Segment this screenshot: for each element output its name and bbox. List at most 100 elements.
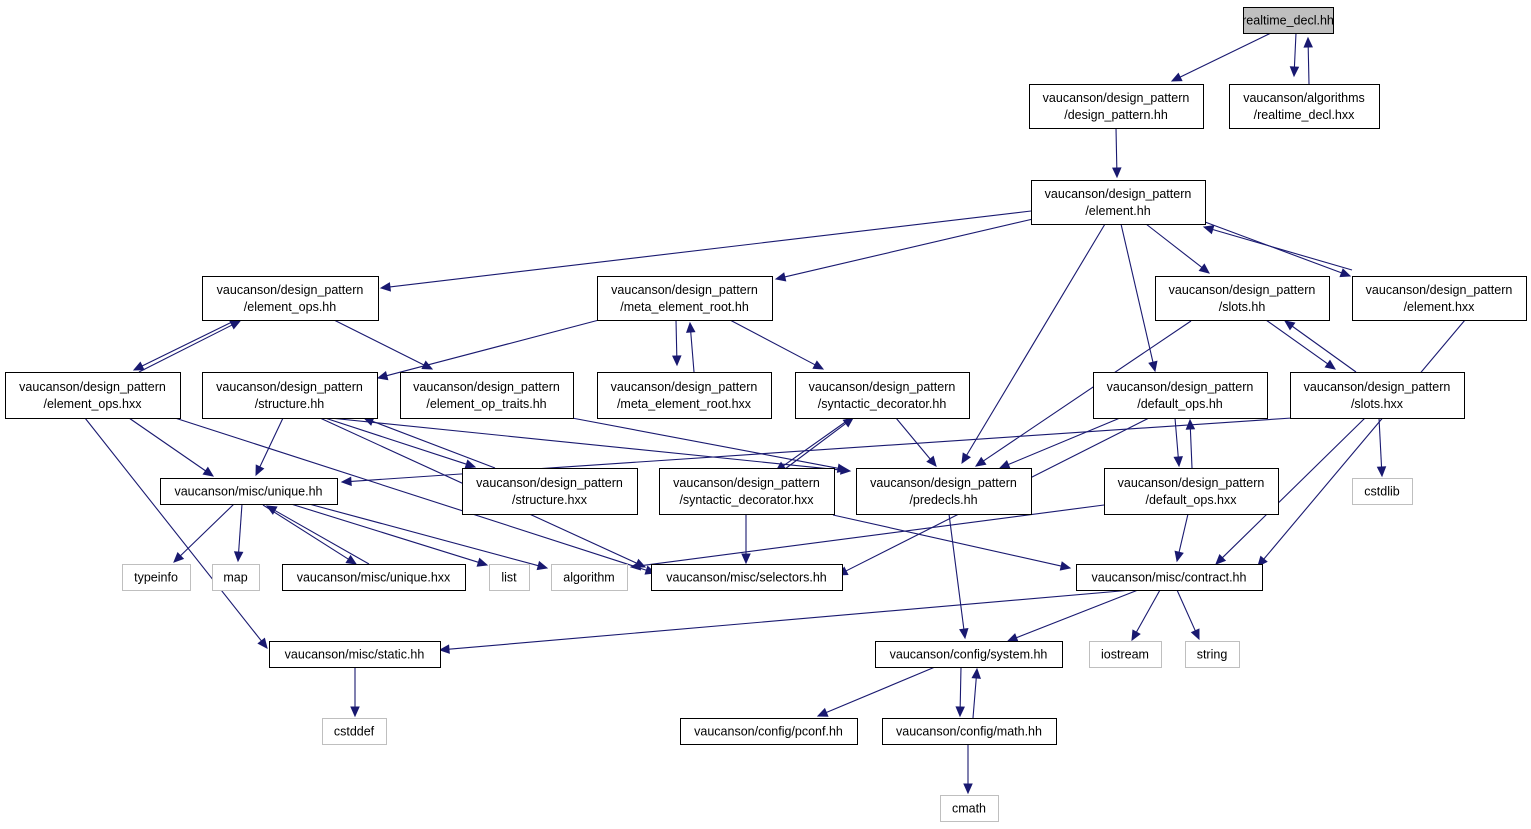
node-box [1185,641,1240,668]
edge-line [895,417,931,460]
edge-arrowhead [774,272,787,282]
edge-slots_hxx-to-slots_hh [1284,320,1357,373]
edge-arrowhead [686,321,696,333]
node-label: typeinfo [134,571,178,585]
node-dops-hxx[interactable]: vaucanson/design_pattern/default_ops.hxx [1104,468,1279,515]
node-dp-hh[interactable]: vaucanson/design_pattern/design_pattern.… [1029,84,1204,129]
node-eot-hh[interactable]: vaucanson/design_pattern/element_op_trai… [400,372,574,419]
edge-line [389,210,1032,288]
edge-line [675,319,678,357]
node-label: vaucanson/misc/contract.hh [1092,571,1247,585]
node-label: vaucanson/design_pattern [1107,380,1254,394]
edge-line [141,320,235,367]
edge-el_hh-to-slots_hh [1145,223,1210,274]
edge-line [290,503,479,563]
edge-line [729,319,816,366]
edge-uniq_hh-to-algorithm [308,503,549,571]
node-box [5,372,181,419]
edge-line [1378,417,1383,468]
edge-line [826,666,936,714]
node-contract[interactable]: vaucanson/misc/contract.hh [1076,564,1263,591]
node-sd-hxx[interactable]: vaucanson/design_pattern/syntactic_decor… [659,468,835,515]
node-label: /predecls.hh [909,493,977,507]
node-uniq-hxx[interactable]: vaucanson/misc/unique.hxx [282,564,466,591]
node-el-hxx[interactable]: vaucanson/design_pattern/element.hxx [1352,276,1527,321]
edge-sd_hxx-to-sd_hh [784,417,854,470]
node-slots-hh[interactable]: vaucanson/design_pattern/slots.hh [1155,276,1330,321]
node-label: /design_pattern.hh [1064,108,1168,122]
node-label: vaucanson/design_pattern [809,380,956,394]
node-box [651,564,843,591]
edge-uniq_hh-to-list [290,503,489,567]
edge-slots_hh-to-slots_hxx [1265,319,1337,370]
node-label: realtime_decl.hh [1242,14,1334,28]
node-elops-hxx[interactable]: vaucanson/design_pattern/element_ops.hxx [5,372,181,419]
edge-slots_hxx-to-contract [1215,417,1366,565]
node-selectors[interactable]: vaucanson/misc/selectors.hh [651,564,843,591]
edge-arrowhead [1174,550,1184,563]
edge-elops_hxx-to-uniq_hh [128,417,215,477]
node-uniq-hh[interactable]: vaucanson/misc/unique.hh [160,478,338,505]
node-mer-hh[interactable]: vaucanson/design_pattern/meta_element_ro… [597,276,773,321]
node-label: /element_ops.hxx [44,397,143,411]
edge-arrowhead [1284,320,1296,331]
edge-arrowhead [974,456,987,467]
node-slots-hxx[interactable]: vaucanson/design_pattern/slots.hxx [1290,372,1465,419]
node-label: /element.hh [1085,204,1150,218]
edge-arrowhead [842,417,854,428]
node-predecls[interactable]: vaucanson/design_pattern/predecls.hh [856,468,1032,515]
edge-arrowhead [464,459,477,469]
node-label: vaucanson/design_pattern [476,476,623,490]
node-box [940,795,999,822]
edge-system_hh-to-pconf [816,666,936,717]
node-box [322,718,387,745]
node-label: vaucanson/misc/unique.hh [174,485,322,499]
node-struct-hh[interactable]: vaucanson/design_pattern/structure.hh [202,372,378,419]
edge-dp_hh-to-el_hh [1112,127,1122,179]
node-el-hh[interactable]: vaucanson/design_pattern/element.hh [1031,180,1206,225]
edge-arrowhead [1202,225,1215,235]
edge-arrowhead [132,361,145,371]
edge-line [1222,417,1366,559]
edge-arrowhead [741,553,751,565]
edge-arrowhead [536,560,549,571]
edge-system_hh-to-math_hh [955,666,965,718]
node-mer-hxx[interactable]: vaucanson/design_pattern/meta_element_ro… [597,372,772,419]
node-list: list [489,564,530,591]
node-label: /realtime_decl.hxx [1254,108,1355,122]
node-struct-hxx[interactable]: vaucanson/design_pattern/structure.hxx [462,468,638,515]
node-rt-hh[interactable]: realtime_decl.hh [1242,7,1334,34]
edge-line [1178,513,1189,553]
edge-arrowhead [812,360,825,370]
node-label: /syntactic_decorator.hh [818,397,947,411]
edge-line [1307,46,1310,85]
edge-line [329,417,842,471]
node-dops-hh[interactable]: vaucanson/design_pattern/default_ops.hh [1093,372,1268,419]
node-pconf[interactable]: vaucanson/config/pconf.hh [680,718,858,745]
node-alg-hxx[interactable]: vaucanson/algorithms/realtime_decl.hxx [1229,84,1380,129]
node-static-hh[interactable]: vaucanson/misc/static.hh [269,641,441,668]
node-label: /element.hxx [1404,300,1476,314]
edge-mer_hh-to-sd_hh [729,319,825,370]
edge-line [948,513,965,630]
node-elops-hh[interactable]: vaucanson/design_pattern/element_ops.hh [202,276,379,321]
node-math-hh[interactable]: vaucanson/config/math.hh [882,718,1057,745]
edge-sd_hxx-to-contract [832,514,1072,571]
edge-uniq_hh-to-typeinfo [173,503,235,563]
node-system-hh[interactable]: vaucanson/config/system.hh [875,641,1063,668]
edge-line [1135,589,1161,633]
edge-line [372,420,496,469]
edge-struct_hh-to-struct_hxx [324,417,477,469]
edge-math_hh-to-system_hh [971,667,981,719]
edge-line [972,677,977,719]
node-label: vaucanson/design_pattern [1169,283,1316,297]
edge-arrowhead [926,455,937,467]
edge-slots_hh-to-predecls [974,320,1192,467]
node-label: vaucanson/algorithms [1243,91,1365,105]
edge-arrowhead [1170,72,1183,82]
edge-el_hh-to-mer_hh [774,218,1034,282]
node-box [875,641,1063,668]
node-label: /meta_element_root.hh [620,300,749,314]
edge-line [1120,223,1154,363]
node-sd-hh[interactable]: vaucanson/design_pattern/syntactic_decor… [795,372,970,419]
